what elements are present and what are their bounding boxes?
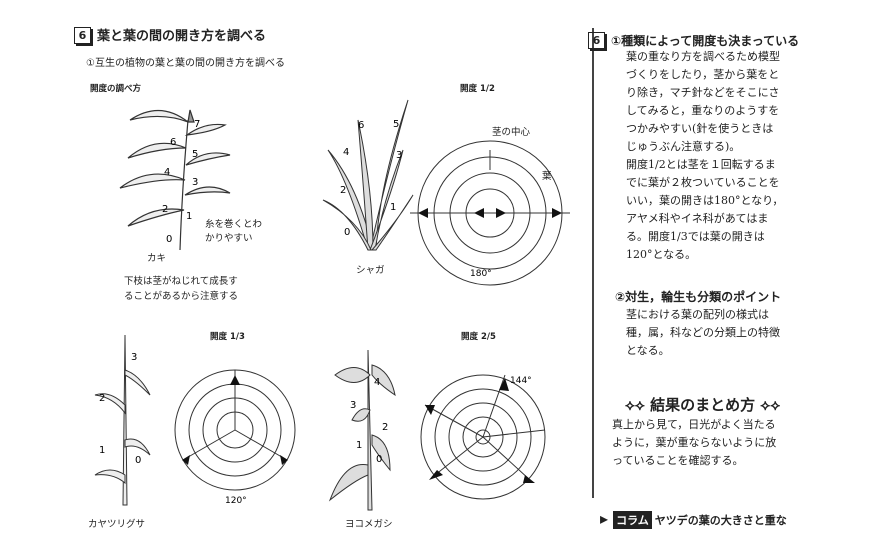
yokomegashi-name: ヨコメガシ — [345, 519, 393, 530]
right-para1: 葉の重なり方を調べるため模型 づくりをしたり，茎から葉をと り除き，マチ針などを… — [626, 50, 784, 261]
half-label: 開度 1/2 — [460, 84, 495, 94]
column-badge: コラム — [613, 511, 652, 529]
right-head1: ①種類によって開度も決まっている — [611, 34, 800, 48]
third-diagram: 120° — [174, 369, 296, 506]
kaki-num-3: 3 — [192, 177, 198, 188]
svg-text:2: 2 — [382, 422, 388, 433]
svg-text:1: 1 — [356, 440, 362, 451]
third-angle: 120° — [225, 496, 247, 506]
svg-text:6: 6 — [358, 120, 364, 131]
kaki-num-5: 5 — [192, 149, 198, 160]
left-heading: 6 葉と葉の間の開き方を調べる — [74, 25, 266, 44]
third-label: 開度 1/3 — [210, 332, 245, 342]
half-center-label: 茎の中心 — [492, 127, 531, 138]
page-divider — [592, 28, 594, 498]
column-heading: ▸ コラムヤツデの葉の大きさと重な — [600, 509, 787, 529]
svg-text:2: 2 — [99, 393, 105, 404]
half-angle: 180° — [470, 269, 492, 279]
section-title: 葉と葉の間の開き方を調べる — [97, 29, 267, 44]
kaki-num-2: 2 — [162, 204, 168, 215]
summary-text: 真上から見て，日光がよく当たる ように，葉が重ならないように放 っていることを確… — [612, 418, 777, 467]
subtitle: ①互生の植物の葉と葉の間の開き方を調べる — [86, 58, 285, 69]
kaki-plant-illustration: 0 1 2 3 4 5 6 7 — [119, 109, 231, 251]
kaki-name: カキ — [147, 253, 167, 264]
kaki-num-6: 6 — [170, 137, 176, 148]
cyperus-plant-illustration: 3 2 1 0 — [94, 334, 151, 506]
kaki-note: 糸を巻くとわ かりやすい — [205, 219, 263, 244]
svg-text:5: 5 — [393, 119, 399, 130]
how-label: 開度の調べ方 — [90, 84, 142, 94]
shaga-name: シャガ — [356, 265, 385, 276]
svg-text:3: 3 — [396, 150, 402, 161]
svg-text:2: 2 — [340, 185, 346, 196]
kaki-num-1: 1 — [186, 211, 192, 222]
svg-text:0: 0 — [376, 454, 382, 465]
kaki-num-0: 0 — [166, 234, 172, 245]
kaki-num-4: 4 — [164, 167, 170, 178]
right-heading: 6 ①種類によって開度も決まっている — [588, 30, 799, 49]
right-head2: ②対生，輪生も分類のポイント — [615, 290, 782, 304]
half-diagram: 180° — [410, 140, 570, 286]
cyperus-name: カヤツリグサ — [88, 519, 146, 530]
summary-deco-right-icon: ⟡⟡ — [755, 396, 781, 414]
svg-text:3: 3 — [350, 400, 356, 411]
summary-deco-left-icon: ⟡⟡ — [625, 396, 651, 414]
right-para2: 茎における葉の配列の様式は 種，属，科などの分類上の特徴 となる。 — [626, 308, 780, 357]
kaki-caution: 下枝は茎がねじれて成長す ることがあるから注意する — [124, 276, 239, 302]
summary-heading: ⟡⟡ 結果のまとめ方 ⟡⟡ — [625, 396, 781, 414]
kaki-num-7: 7 — [194, 119, 200, 130]
svg-text:0: 0 — [135, 455, 141, 466]
column-title: ヤツデの葉の大きさと重な — [654, 514, 787, 527]
twofifths-angle: 144° — [510, 376, 532, 386]
yokomegashi-plant-illustration: 4 3 2 1 0 — [328, 349, 396, 511]
half-leaf-label: 葉 — [542, 171, 552, 182]
svg-text:1: 1 — [99, 445, 105, 456]
svg-text:1: 1 — [390, 202, 396, 213]
twofifths-diagram: 144° — [420, 374, 546, 500]
shaga-plant-illustration: 6 5 4 3 2 1 0 — [322, 99, 414, 251]
svg-text:3: 3 — [131, 352, 137, 363]
twofifths-label: 開度 2/5 — [461, 332, 496, 342]
svg-text:4: 4 — [343, 147, 349, 158]
right-section-number: 6 — [588, 32, 605, 49]
svg-text:0: 0 — [344, 227, 350, 238]
svg-text:4: 4 — [374, 377, 380, 388]
section-number: 6 — [74, 27, 91, 44]
